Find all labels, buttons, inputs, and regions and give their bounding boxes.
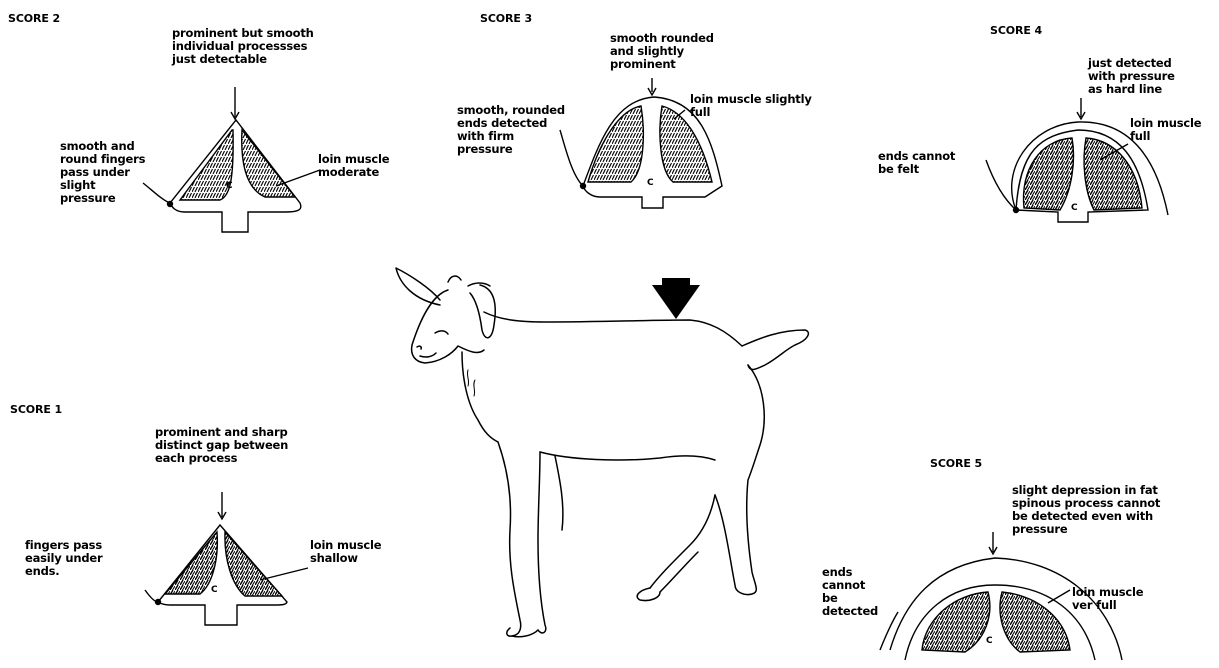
score-2-cross-section (143, 87, 320, 232)
score-4-right-label: loin muscle full (1130, 117, 1201, 143)
score-4-title: SCORE 4 (990, 25, 1042, 37)
score-4-top-label: just detected with pressure as hard line (1088, 57, 1175, 96)
score-2-top-label: prominent but smooth individual processs… (172, 27, 314, 66)
score-5-right-label: loin muscle ver full (1072, 586, 1143, 612)
score-2-title: SCORE 2 (8, 13, 60, 25)
score-3-left-label: smooth, rounded ends detected with firm … (457, 104, 565, 156)
score-1-left-label: fingers pass easily under ends. (25, 539, 102, 578)
score-3-right-label: loin muscle slightly full (690, 93, 812, 119)
score-2-right-label: loin muscle moderate (318, 153, 389, 179)
score-5-skin-line (880, 612, 898, 650)
score-1-center-mark: C (211, 585, 218, 595)
score-1-cross-section (145, 492, 308, 625)
score-5-top-label: slight depression in fat spinous process… (1012, 484, 1160, 536)
score-1-title: SCORE 1 (10, 404, 62, 416)
score-3-top-label: smooth rounded and slightly prominent (610, 32, 714, 71)
score-3-title: SCORE 3 (480, 13, 532, 25)
score-3-center-mark: C (647, 178, 654, 188)
score-1-right-label: loin muscle shallow (310, 539, 381, 565)
score-5-title: SCORE 5 (930, 458, 982, 470)
score-2-center-mark: C (226, 181, 233, 191)
spine-position-arrow-icon (652, 285, 700, 319)
score-5-center-mark: C (986, 636, 993, 646)
score-4-center-mark: C (1071, 203, 1078, 213)
score-2-left-label: smooth and round fingers pass under slig… (60, 140, 145, 205)
arrow-shaft (662, 278, 690, 287)
goat-illustration (396, 268, 808, 637)
score-1-top-label: prominent and sharp distinct gap between… (155, 426, 288, 465)
score-5-left-label: ends cannot be detected (822, 566, 878, 618)
score-4-left-label: ends cannot be felt (878, 150, 955, 176)
